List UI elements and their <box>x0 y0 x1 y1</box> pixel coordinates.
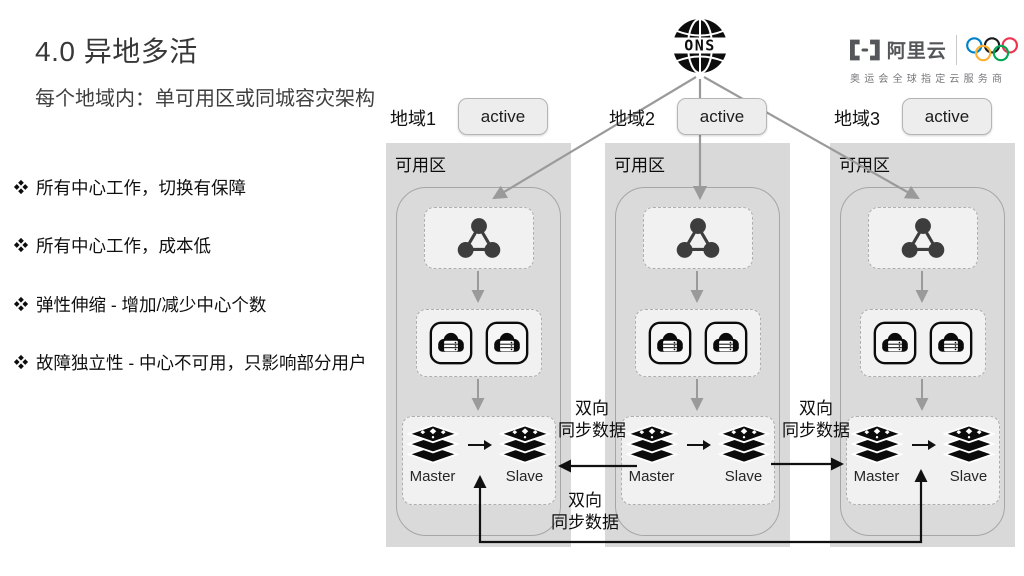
app-cluster-box <box>867 207 978 269</box>
slave-label: Slave <box>505 468 544 485</box>
region-column: 地域3 active 可用区 Master <box>830 98 1015 548</box>
cloud-server-icon <box>873 321 916 365</box>
availability-zone-panel: 可用区 Master Slave <box>605 143 790 547</box>
list-item: 弹性伸缩 - 增加/减少中心个数 <box>13 293 386 318</box>
slave-label: Slave <box>949 468 988 485</box>
app-cluster-icon <box>674 217 721 259</box>
list-item: 所有中心工作，成本低 <box>13 234 386 259</box>
master-label: Master <box>628 468 675 485</box>
diamond-bullet-icon <box>13 355 29 370</box>
app-cluster-box <box>423 207 534 269</box>
cloud-server-icon <box>648 321 691 365</box>
zone-inner-container: Master Slave <box>396 187 561 536</box>
diamond-bullet-icon <box>13 179 29 195</box>
list-item: 所有中心工作，切换有保障 <box>13 176 386 201</box>
slave-node: Slave <box>940 425 998 485</box>
status-badge: active <box>458 98 548 135</box>
alibaba-cloud-bracket-icon <box>850 39 880 60</box>
bullet-list: 所有中心工作，切换有保障 所有中心工作，成本低 弹性伸缩 - 增加/减少中心个数… <box>13 176 386 410</box>
database-stack-icon <box>499 425 550 464</box>
sync-label: 双向同步数据 <box>782 399 850 441</box>
database-stack-icon <box>943 425 994 464</box>
database-box: Master Slave <box>401 416 556 505</box>
master-to-slave-arrow-icon <box>467 439 492 451</box>
region-name-label: 地域3 <box>834 109 881 129</box>
status-badge: active <box>902 98 992 135</box>
brand-name: 阿里云 <box>886 41 947 62</box>
bullet-text: 所有中心工作，成本低 <box>36 236 211 257</box>
master-to-slave-arrow-icon <box>911 439 936 451</box>
region-column: 地域2 active 可用区 Master <box>605 98 790 548</box>
availability-zone-panel: 可用区 Master Slave <box>386 143 571 547</box>
master-to-slave-arrow-icon <box>686 439 711 451</box>
cloud-server-icon <box>485 321 528 365</box>
app-cluster-box <box>642 207 753 269</box>
master-label: Master <box>853 468 900 485</box>
region-name-label: 地域2 <box>609 109 656 129</box>
list-item: 故障独立性 - 中心不可用，只影响部分用户 <box>13 351 386 376</box>
availability-zone-panel: 可用区 Master Slave <box>830 143 1015 547</box>
sync-label: 双向同步数据 <box>551 491 619 533</box>
divider <box>955 34 957 65</box>
ons-globe-icon: ONS <box>671 18 729 74</box>
database-box: Master Slave <box>845 416 1000 505</box>
region-name-label: 地域1 <box>390 109 437 129</box>
status-badge: active <box>677 98 767 135</box>
diamond-bullet-icon <box>13 296 29 311</box>
cloud-server-icon <box>429 321 472 365</box>
slave-node: Slave <box>715 425 773 485</box>
bullet-text: 所有中心工作，切换有保障 <box>36 178 246 198</box>
zone-inner-container: Master Slave <box>840 187 1005 536</box>
region-column: 地域1 active 可用区 Master <box>386 98 571 548</box>
bullet-text: 弹性伸缩 - 增加/减少中心个数 <box>36 294 267 315</box>
master-label: Master <box>409 468 456 485</box>
ons-logo-text: ONS <box>684 37 716 55</box>
olympic-rings-icon <box>965 37 1018 62</box>
slave-label: Slave <box>724 468 763 485</box>
cloud-server-box <box>859 309 986 377</box>
cloud-server-icon <box>929 321 972 365</box>
master-node: Master <box>404 425 462 485</box>
app-cluster-icon <box>899 217 946 259</box>
page-subtitle: 每个地域内：单可用区或同城容灾架构 <box>35 88 375 110</box>
diamond-bullet-icon <box>13 238 29 253</box>
zone-label: 可用区 <box>614 156 665 175</box>
app-cluster-icon <box>455 217 502 259</box>
zone-label: 可用区 <box>839 156 890 175</box>
zone-label: 可用区 <box>395 156 446 175</box>
cloud-server-box <box>415 309 542 377</box>
database-stack-icon <box>407 425 458 464</box>
brand-tagline: 奥运会全球指定云服务商 <box>850 74 1007 85</box>
cloud-server-icon <box>704 321 747 365</box>
page-title: 4.0 异地多活 <box>35 36 198 67</box>
sync-label: 双向同步数据 <box>558 399 626 441</box>
database-box: Master Slave <box>620 416 775 505</box>
cloud-server-box <box>634 309 761 377</box>
bullet-text: 故障独立性 - 中心不可用，只影响部分用户 <box>36 353 367 374</box>
zone-inner-container: Master Slave <box>615 187 780 536</box>
alibaba-cloud-logo: 阿里云 奥运会全球指定云服务商 <box>850 34 1020 85</box>
database-stack-icon <box>718 425 769 464</box>
